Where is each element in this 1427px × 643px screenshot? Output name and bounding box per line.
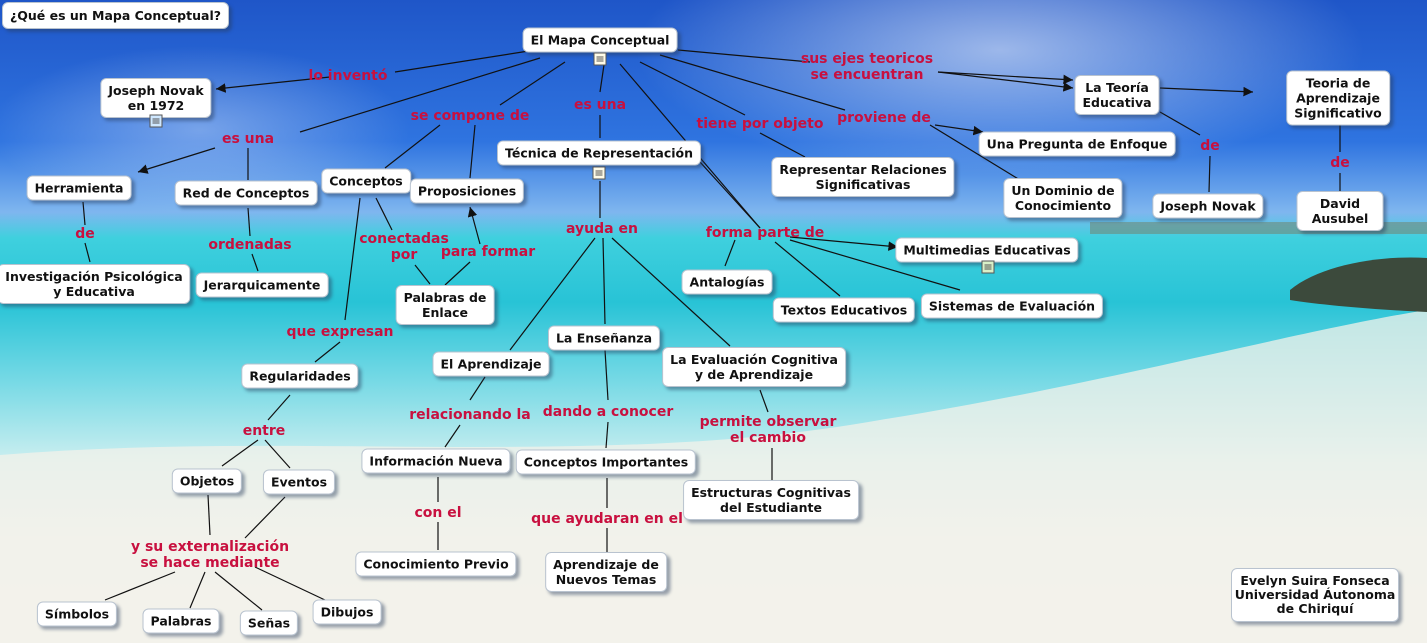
node-evaluacion[interactable]: La Evaluación Cognitiva y de Aprendizaje <box>662 347 846 387</box>
node-aprendizaje[interactable]: El Aprendizaje <box>432 351 550 377</box>
node-dominio[interactable]: Un Dominio de Conocimiento <box>1003 178 1123 218</box>
node-senas[interactable]: Señas <box>239 610 299 636</box>
document-icon[interactable] <box>592 166 606 180</box>
link-de-ausubel: de <box>1330 155 1350 171</box>
node-dibujos[interactable]: Dibujos <box>312 599 382 625</box>
node-informacion-nueva[interactable]: Información Nueva <box>361 448 511 474</box>
link-ordenadas: ordenadas <box>208 237 292 253</box>
node-pregunta-enfoque[interactable]: Una Pregunta de Enfoque <box>978 131 1176 157</box>
node-joseph-novak[interactable]: Joseph Novak <box>1152 193 1264 219</box>
node-objetos[interactable]: Objetos <box>171 468 243 494</box>
node-estructuras[interactable]: Estructuras Cognitivas del Estudiante <box>683 480 859 520</box>
node-palabras-enlace[interactable]: Palabras de Enlace <box>395 285 495 325</box>
link-dando: dando a conocer <box>542 404 674 420</box>
node-herramienta[interactable]: Herramienta <box>26 175 132 201</box>
link-externalizacion: y su externalización se hace mediante <box>130 539 290 571</box>
link-es-una-1: es una <box>221 131 275 147</box>
node-jerarquicamente[interactable]: Jerarquicamente <box>195 272 329 298</box>
document-icon[interactable] <box>593 52 607 66</box>
node-sistemas-evaluacion[interactable]: Sistemas de Evaluación <box>920 293 1104 319</box>
node-representar[interactable]: Representar Relaciones Significativas <box>771 157 955 197</box>
link-tiene-objeto: tiene por objeto <box>696 116 824 132</box>
link-conectadas: conectadas por <box>359 231 449 263</box>
node-teoria-aprendizaje[interactable]: Teoria de Aprendizaje Significativo <box>1286 70 1390 126</box>
node-eventos[interactable]: Eventos <box>262 469 336 495</box>
node-multimedias[interactable]: Multimedias Educativas <box>895 237 1079 263</box>
link-permite: permite observar el cambio <box>699 414 837 446</box>
node-tecnica[interactable]: Técnica de Representación <box>496 140 702 166</box>
link-lo-invento: lo inventó <box>308 68 388 84</box>
link-que-ayudaran: que ayudaran en el <box>531 511 683 527</box>
link-ejes-teoricos: sus ejes teoricos se encuentran <box>800 51 934 83</box>
node-conceptos[interactable]: Conceptos <box>321 168 411 194</box>
node-mapa-conceptual[interactable]: El Mapa Conceptual <box>522 27 678 53</box>
link-forma-parte: forma parte de <box>705 225 825 241</box>
node-antalogias[interactable]: Antalogías <box>681 269 773 295</box>
node-investigacion[interactable]: Investigación Psicológica y Educativa <box>0 264 191 304</box>
link-para-formar: para formar <box>440 244 536 260</box>
link-entre: entre <box>242 423 286 439</box>
node-conceptos-importantes[interactable]: Conceptos Importantes <box>515 449 697 475</box>
author-credit: Evelyn Suira Fonseca Universidad Áutonom… <box>1231 568 1399 622</box>
node-simbolos[interactable]: Símbolos <box>36 601 118 627</box>
image-icon[interactable] <box>149 114 163 128</box>
map-title: ¿Qué es un Mapa Conceptual? <box>2 2 229 29</box>
node-teoria-educativa[interactable]: La Teoría Educativa <box>1074 75 1160 115</box>
link-se-compone: se compone de <box>410 108 530 124</box>
node-conocimiento-previo[interactable]: Conocimiento Previo <box>355 551 517 577</box>
link-ayuda-en: ayuda en <box>566 221 638 237</box>
film-icon[interactable] <box>981 260 995 274</box>
link-con-el: con el <box>414 505 462 521</box>
link-es-una-2: es una <box>573 97 627 113</box>
node-textos-educativos[interactable]: Textos Educativos <box>772 297 916 323</box>
node-novak-1972[interactable]: Joseph Novak en 1972 <box>100 78 212 118</box>
node-nuevos-temas[interactable]: Aprendizaje de Nuevos Temas <box>545 552 667 592</box>
node-proposiciones[interactable]: Proposiciones <box>409 178 525 204</box>
link-relacionando: relacionando la <box>409 407 531 423</box>
link-proviene: proviene de <box>837 110 931 126</box>
node-ensenanza[interactable]: La Enseñanza <box>547 325 661 351</box>
node-regularidades[interactable]: Regularidades <box>241 363 359 389</box>
node-david-ausubel[interactable]: David Ausubel <box>1296 191 1384 231</box>
link-de-novak: de <box>1200 138 1220 154</box>
node-red-conceptos[interactable]: Red de Conceptos <box>174 180 318 206</box>
link-que-expresan: que expresan <box>286 324 394 340</box>
node-palabras[interactable]: Palabras <box>142 608 220 634</box>
link-de-investigacion: de <box>75 226 95 242</box>
